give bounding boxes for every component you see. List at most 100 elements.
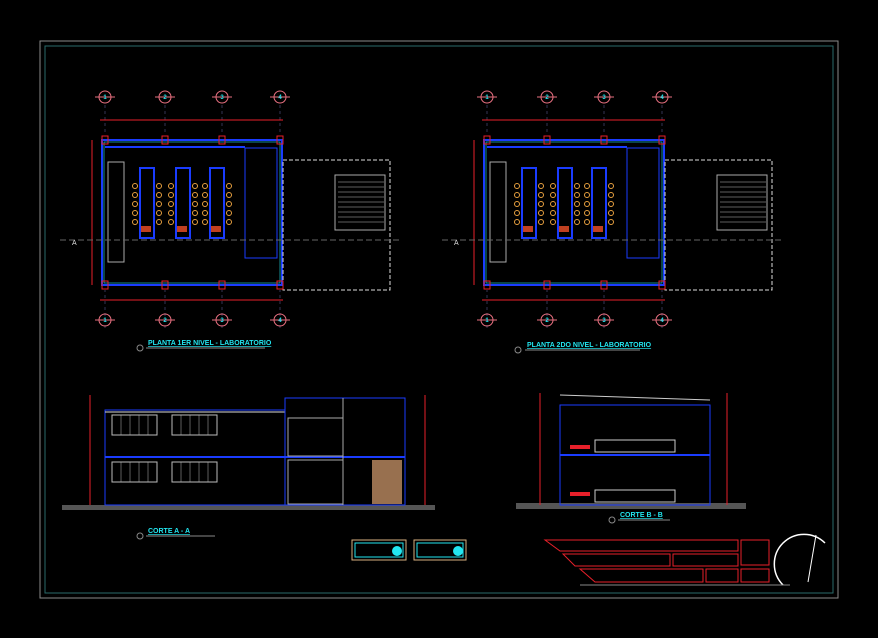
stool: [574, 201, 580, 207]
counter: [107, 161, 125, 263]
stool: [226, 219, 232, 225]
plan-first-floor-title: PLANTA 1ER NIVEL - LABORATORIO: [136, 340, 272, 352]
stool: [202, 183, 208, 189]
grid-label: 3: [602, 95, 606, 101]
column: [101, 280, 109, 290]
stool: [574, 219, 580, 225]
column: [101, 135, 109, 145]
grid-label: 4: [660, 95, 664, 101]
stool: [226, 183, 232, 189]
stool: [132, 219, 138, 225]
stool: [608, 219, 614, 225]
sink: [523, 226, 533, 232]
stool: [132, 183, 138, 189]
column: [161, 135, 169, 145]
stool: [192, 201, 198, 207]
stool: [550, 210, 556, 216]
stool: [514, 210, 520, 216]
window: [111, 414, 158, 436]
sink: [593, 226, 603, 232]
grid-label: 4: [278, 95, 282, 101]
stool: [156, 210, 162, 216]
stool: [156, 192, 162, 198]
stool: [574, 210, 580, 216]
stool: [584, 192, 590, 198]
annex: [282, 159, 391, 291]
window: [171, 414, 218, 436]
section-b-b: CORTE B - B: [516, 393, 746, 524]
lab-bench: [175, 167, 191, 239]
stool: [202, 219, 208, 225]
stool: [584, 183, 590, 189]
stair: [334, 174, 386, 231]
window: [111, 461, 158, 483]
column: [276, 135, 284, 145]
stool: [538, 219, 544, 225]
grid-label: 2: [163, 318, 167, 324]
lab-walls: [483, 139, 665, 286]
lab-bench: [557, 167, 573, 239]
storage-room: [626, 147, 660, 259]
column: [543, 280, 551, 290]
stool: [202, 192, 208, 198]
lab-bench: [139, 167, 155, 239]
stool: [514, 219, 520, 225]
section-a-title: CORTE A - A: [148, 528, 190, 535]
grid-label: 2: [545, 95, 549, 101]
stair: [716, 174, 768, 231]
stool: [168, 219, 174, 225]
column: [161, 280, 169, 290]
stool: [608, 183, 614, 189]
stool: [168, 192, 174, 198]
storage-room: [244, 147, 278, 259]
stool: [192, 210, 198, 216]
lab-inner-walls: [485, 141, 663, 284]
lab-bench: [521, 167, 537, 239]
title-block: [543, 533, 826, 586]
stool: [584, 201, 590, 207]
grid-label: 2: [163, 95, 167, 101]
stool: [538, 210, 544, 216]
column: [483, 135, 491, 145]
stool: [574, 192, 580, 198]
sheet-border-inner: [44, 45, 834, 594]
column: [483, 280, 491, 290]
stool: [202, 210, 208, 216]
grid-label: 2: [545, 318, 549, 324]
section-b-title: CORTE B - B: [620, 512, 663, 519]
sink: [559, 226, 569, 232]
section-a-a: CORTE A - A: [62, 395, 435, 540]
sink: [141, 226, 151, 232]
stool: [168, 183, 174, 189]
stool: [156, 219, 162, 225]
grid-label: 1: [485, 318, 489, 324]
lab-inner-walls: [103, 141, 281, 284]
stool: [226, 210, 232, 216]
stool: [584, 210, 590, 216]
grid-label: 3: [220, 95, 224, 101]
stool: [132, 201, 138, 207]
column: [658, 280, 666, 290]
plan-second-floor-title: PLANTA 2DO NIVEL - LABORATORIO: [514, 342, 652, 354]
stool: [514, 183, 520, 189]
stool: [514, 192, 520, 198]
grid-label: 1: [103, 318, 107, 324]
stool: [514, 201, 520, 207]
section-marker: A: [72, 240, 77, 247]
grid-label: 4: [278, 318, 282, 324]
stool: [132, 192, 138, 198]
column: [543, 135, 551, 145]
stool: [538, 201, 544, 207]
stool: [538, 183, 544, 189]
legend-tables: [351, 539, 467, 561]
column: [600, 135, 608, 145]
stool: [574, 183, 580, 189]
plan-title-1: PLANTA 1ER NIVEL - LABORATORIO: [148, 340, 272, 347]
sink: [211, 226, 221, 232]
stool: [608, 201, 614, 207]
stool: [192, 183, 198, 189]
grid-label: 3: [602, 318, 606, 324]
window: [171, 461, 218, 483]
